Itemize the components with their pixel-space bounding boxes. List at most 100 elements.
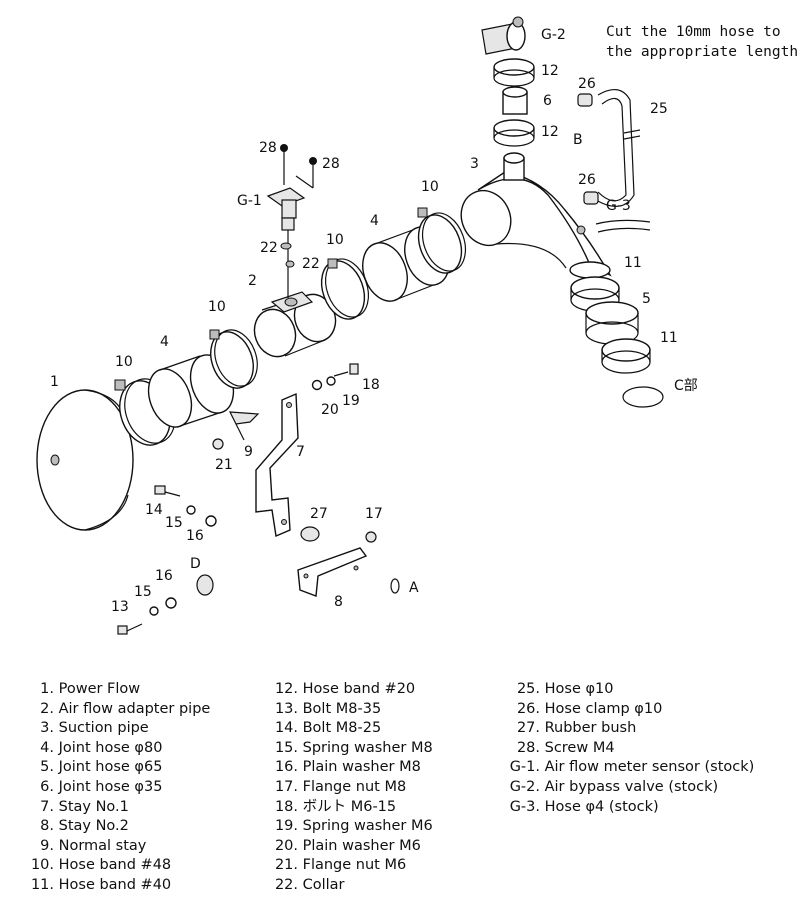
- legend-item-number: 14.: [274, 720, 298, 737]
- legend-item-number: 18.: [274, 798, 298, 815]
- legend-item: 25. Hose φ10: [506, 680, 754, 700]
- callout-4b: 4: [370, 213, 379, 229]
- callout-22b: 22: [302, 256, 320, 272]
- callout-18: 18: [362, 377, 380, 393]
- callout-28b: 28: [322, 156, 340, 172]
- part-hose-clamp-26-b: [583, 191, 599, 205]
- legend-item: 12. Hose band #20: [270, 680, 433, 700]
- legend-item-number: G-1.: [509, 759, 540, 776]
- part-hose-band-10-b: [209, 329, 258, 389]
- part-flange-nut-21: [212, 438, 224, 450]
- part-rubber-bush: [300, 526, 320, 542]
- legend-item-text: Power Flow: [54, 681, 141, 697]
- part-hose-25: [595, 89, 641, 207]
- legend-item: G-2. Air bypass valve (stock): [506, 778, 754, 798]
- legend-item: 13. Bolt M8-35: [270, 700, 433, 720]
- legend-item: 14. Bolt M8-25: [270, 719, 433, 739]
- legend-item-text: Stay No.2: [54, 818, 129, 835]
- part-spring-washer-19: [326, 376, 336, 386]
- legend-item-number: 2.: [40, 700, 54, 717]
- callout-16a: 16: [186, 528, 204, 544]
- callout-4a: 4: [160, 334, 169, 350]
- legend-item: 5. Joint hose φ65: [28, 758, 210, 778]
- callout-9: 9: [244, 444, 253, 460]
- part-power-flow-filter: [36, 389, 134, 531]
- legend-item-number: 17.: [274, 778, 298, 795]
- legend-item: 17. Flange nut M8: [270, 778, 433, 798]
- callout-12b: 12: [541, 124, 559, 140]
- legend-item-number: 16.: [274, 759, 298, 776]
- part-stay-no1: [255, 392, 299, 537]
- callout-2: 2: [248, 273, 257, 289]
- legend-item-number: 27.: [516, 720, 540, 737]
- callout-14: 14: [145, 502, 163, 518]
- callout-g3: G-3: [606, 198, 631, 214]
- callout-10a: 10: [115, 354, 133, 370]
- callout-26b: 26: [578, 172, 596, 188]
- legend-item: 21. Flange nut M6: [270, 856, 433, 876]
- part-d-fitting: [196, 574, 214, 596]
- callout-11a: 11: [624, 255, 642, 271]
- part-normal-stay: [228, 411, 260, 441]
- callout-7: 7: [296, 444, 305, 460]
- part-hose-g3: [595, 219, 651, 233]
- legend-item-text: Spring washer M8: [298, 739, 433, 756]
- legend-item-text: Hose clamp φ10: [540, 700, 663, 717]
- legend-item: 9. Normal stay: [28, 837, 210, 857]
- callout-D: D: [190, 556, 201, 572]
- legend-item: 4. Joint hose φ80: [28, 739, 210, 759]
- callout-27: 27: [310, 506, 328, 522]
- legend-item-number: 3.: [40, 720, 54, 737]
- callout-16b: 16: [155, 568, 173, 584]
- part-bolt-13: [117, 623, 143, 635]
- legend-item: G-1. Air flow meter sensor (stock): [506, 758, 755, 778]
- legend-item-number: 19.: [274, 818, 298, 835]
- part-spring-washer-15a: [186, 505, 196, 515]
- callout-8: 8: [334, 594, 343, 610]
- legend-item: 2. Air flow adapter pipe: [28, 700, 210, 720]
- legend-item-text: ボルト M6-15: [298, 798, 397, 815]
- part-air-flow-meter-sensor: [266, 144, 317, 298]
- legend-item-text: Flange nut M6: [298, 857, 407, 874]
- legend-item-number: 22.: [274, 876, 298, 893]
- callout-19: 19: [342, 393, 360, 409]
- part-flange-nut-17: [365, 531, 377, 543]
- legend-item-number: 5.: [40, 759, 54, 776]
- callout-13: 13: [111, 599, 129, 615]
- part-plain-washer-20: [311, 379, 323, 391]
- legend-item-number: G-3.: [509, 798, 540, 815]
- legend-item-number: 26.: [516, 700, 540, 717]
- part-hose-clamp-26-a: [577, 93, 593, 107]
- legend-item-number: 20.: [274, 837, 298, 854]
- callout-25: 25: [650, 101, 668, 117]
- legend-item-text: Spring washer M6: [298, 818, 433, 835]
- legend-item: 11. Hose band #40: [28, 876, 210, 896]
- callout-6: 6: [543, 93, 552, 109]
- legend-item-number: 28.: [516, 739, 540, 756]
- legend-item-text: Joint hose φ80: [54, 739, 163, 756]
- legend-item-text: Hose band #40: [54, 876, 172, 893]
- part-air-flow-adapter-pipe: [253, 291, 337, 358]
- legend-item: 20. Plain washer M6: [270, 837, 433, 857]
- legend-item: 1. Power Flow: [28, 680, 210, 700]
- callout-11b: 11: [660, 330, 678, 346]
- legend-item-text: Plain washer M6: [298, 837, 421, 854]
- legend-item-text: Stay No.1: [54, 798, 129, 815]
- legend-item: 19. Spring washer M6: [270, 817, 433, 837]
- note-line-1: Cut the 10mm hose to: [606, 24, 781, 40]
- callout-labels: 1 10 4 10 2 10 4 10 3 28 28 G-1 22 22 G-…: [50, 27, 698, 615]
- legend-item: 7. Stay No.1: [28, 798, 210, 818]
- legend-item: 22. Collar: [270, 876, 433, 896]
- callout-10b: 10: [208, 299, 226, 315]
- legend-item-number: 6.: [40, 778, 54, 795]
- legend-item-text: Joint hose φ35: [54, 778, 163, 795]
- legend-item-text: Hose φ10: [540, 681, 614, 697]
- legend-item: 6. Joint hose φ35: [28, 778, 210, 798]
- part-c-ring: [622, 386, 664, 408]
- part-hose-band-11-a: [570, 276, 620, 312]
- part-joint-hose-5: [585, 301, 639, 345]
- callout-21: 21: [215, 457, 233, 473]
- legend-item-text: Flange nut M8: [298, 778, 407, 795]
